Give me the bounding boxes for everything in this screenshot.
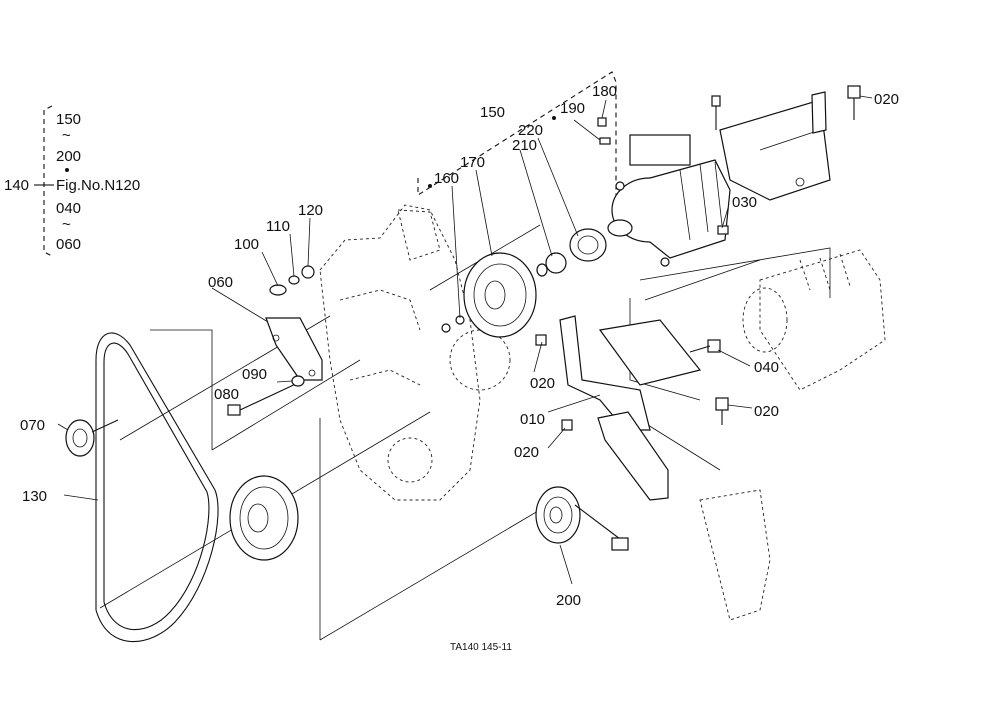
reference-range: 150 ~ 200 Fig.No.N120 040 ~ 060 140 [4, 105, 140, 257]
group-150-boundary [417, 71, 617, 225]
callout-150: 150 [480, 104, 505, 121]
callout-130: 130 [22, 488, 47, 505]
engine-block-outline [319, 204, 511, 501]
ref-index-label: 140 [4, 177, 29, 194]
callout-080: 080 [214, 386, 239, 403]
ref-line-1: 150 [56, 111, 81, 128]
idler-070 [65, 419, 119, 457]
figure-code: TA140 145-11 [450, 642, 512, 653]
reference-dot [65, 168, 69, 172]
callout-200: 200 [556, 592, 581, 609]
ref-line-7: 060 [56, 236, 81, 253]
callout-020-right: 020 [754, 403, 779, 420]
bracket-060 [227, 265, 323, 416]
callout-100: 100 [234, 236, 259, 253]
bolt-020-right [715, 397, 729, 425]
callout-060: 060 [208, 274, 233, 291]
ref-line-2: ~ [62, 127, 71, 144]
bolt-050 [847, 85, 861, 120]
reference-bracket [43, 105, 53, 257]
callout-220: 220 [518, 122, 543, 139]
callout-050: 020 [874, 91, 899, 108]
callout-070: 070 [20, 417, 45, 434]
bolt-080-head [227, 404, 241, 416]
callout-090: 090 [242, 366, 267, 383]
ref-line-4: Fig.No.N120 [56, 177, 140, 194]
ref-line-6: ~ [62, 216, 71, 233]
ref-line-3: 200 [56, 148, 81, 165]
nut-120 [301, 265, 315, 279]
washer-100 [269, 284, 287, 296]
washer-090 [291, 375, 305, 387]
callout-190: 190 [560, 100, 585, 117]
mount-bracket-top-right [719, 91, 831, 201]
tension-pulley-200 [535, 486, 629, 551]
belt-130 [95, 332, 219, 643]
compressor [607, 134, 731, 267]
callout-020-upper: 020 [530, 375, 555, 392]
leader-lines [57, 95, 873, 585]
snap-ring-210 [545, 252, 567, 274]
callout-170: 170 [460, 154, 485, 171]
clutch-assembly [441, 228, 607, 338]
callout-040: 040 [754, 359, 779, 376]
right-engine-outline [699, 249, 886, 621]
callout-180: 180 [592, 83, 617, 100]
bracket-010 [535, 315, 702, 501]
bearing-220 [569, 228, 607, 262]
callout-020-lower: 020 [514, 444, 539, 461]
callout-110: 110 [266, 218, 290, 235]
crank-pulley [229, 475, 299, 561]
washer-110 [288, 275, 300, 285]
callout-160: 160 [434, 170, 459, 187]
callout-010: 010 [520, 411, 545, 428]
callout-labels: 060 100 110 120 090 080 070 130 160 170 … [20, 83, 899, 609]
bolt-040 [689, 339, 721, 353]
ref-line-5: 040 [56, 200, 81, 217]
callout-120: 120 [298, 202, 323, 219]
callout-030: 030 [732, 194, 757, 211]
pulley-170 [463, 252, 537, 338]
callout-210: 210 [512, 137, 537, 154]
